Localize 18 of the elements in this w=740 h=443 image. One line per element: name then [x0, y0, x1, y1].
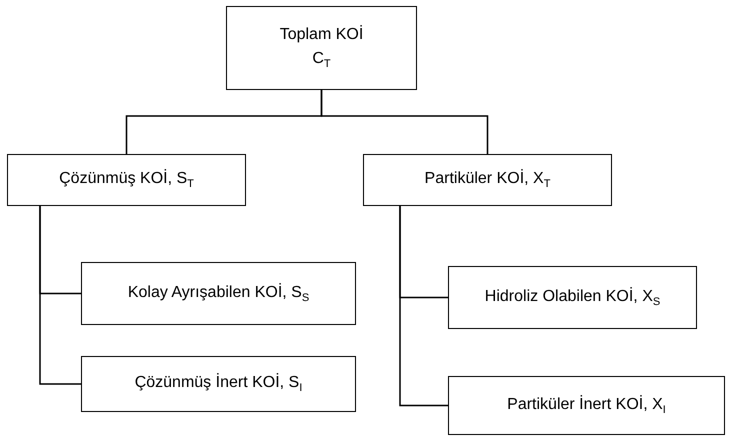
- box-label: Partiküler İnert KOİ, X$_{I}$: [507, 394, 666, 418]
- category-box: [448, 376, 725, 435]
- box-label: Toplam KOİ: [280, 24, 364, 46]
- category-box: [81, 262, 356, 325]
- connector-line: [39, 206, 81, 385]
- category-box: [448, 266, 697, 329]
- box-label: Partiküler KOİ, X$_{T}$: [424, 168, 550, 192]
- category-box: [7, 154, 246, 206]
- box-label: Hidroliz Olabilen KOİ, X$_{S}$: [484, 286, 660, 310]
- connector-line: [320, 90, 488, 154]
- box-label: Çözünmüş İnert KOİ, S$_{I}$: [134, 372, 302, 396]
- box-label: Kolay Ayrışabilen KOİ, S$_{S}$: [128, 282, 310, 306]
- box-label: C$_{T}$: [312, 49, 331, 72]
- category-box: [226, 6, 417, 90]
- box-label: Çözünmüş KOİ, S$_{T}$: [59, 168, 194, 192]
- category-box: [81, 356, 356, 412]
- connector-line: [399, 206, 448, 406]
- category-box: [363, 154, 612, 206]
